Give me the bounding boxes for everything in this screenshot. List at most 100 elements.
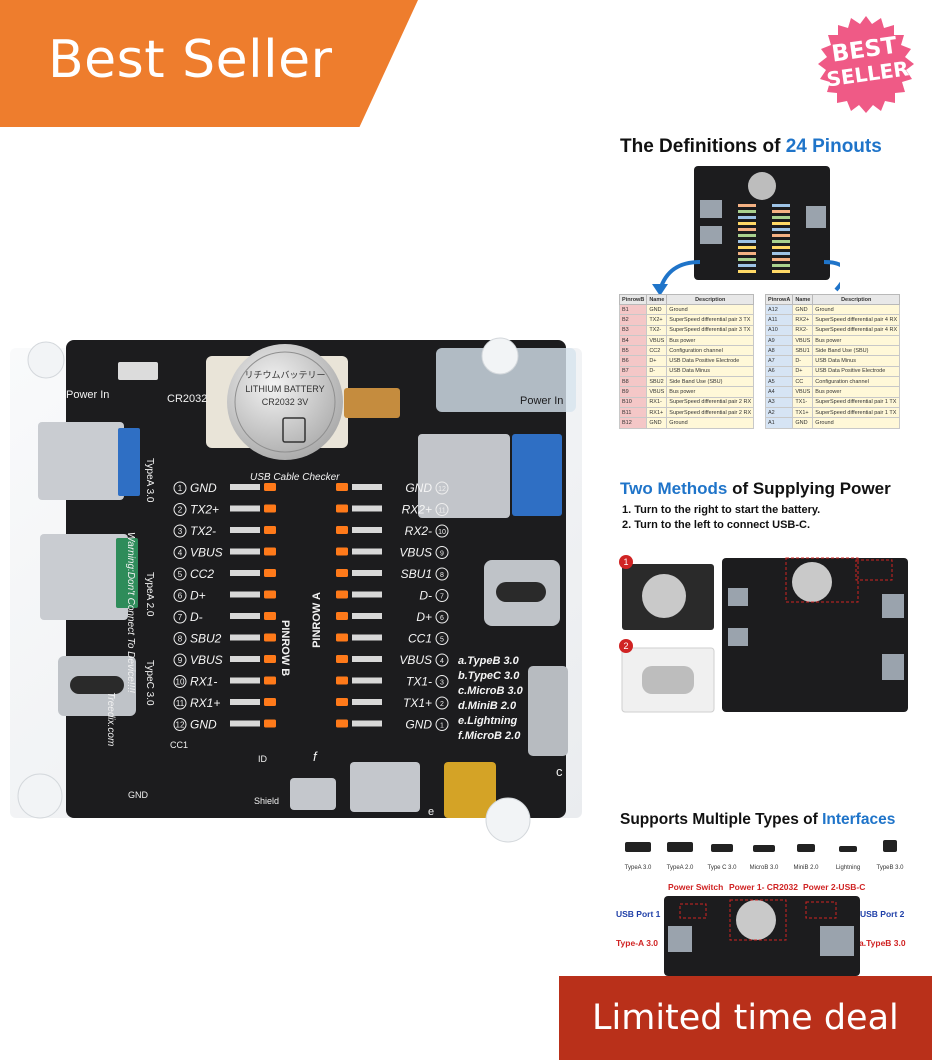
battery-jp-text: リチウムバッテリー xyxy=(244,370,325,380)
table-cell: A9 xyxy=(764,334,794,347)
pinouts-title-pre: The Definitions of xyxy=(620,136,786,157)
table-header-cell: Description xyxy=(812,294,901,305)
pin-a-number-badge xyxy=(435,524,449,538)
pin-a-led xyxy=(336,698,348,706)
pin-b-number: 8 xyxy=(178,635,183,644)
pin-a-number: 3 xyxy=(440,680,444,687)
limited-time-deal-label: Limited time deal xyxy=(592,998,899,1038)
table-cell: B6 xyxy=(618,355,648,367)
pin-b-led xyxy=(264,483,276,491)
pin-b-number: 7 xyxy=(178,613,183,622)
connector-icon xyxy=(883,840,897,852)
pin-a-pad xyxy=(352,505,382,512)
pin-b-label: GND xyxy=(190,481,217,495)
pin-b-number-badge xyxy=(173,675,187,688)
pin-b-number-badge xyxy=(173,524,187,538)
cr2032-battery xyxy=(227,344,343,460)
board-typea30: TypeA 3.0 xyxy=(144,458,155,503)
method-badge-2 xyxy=(619,639,633,653)
pin-a-pad xyxy=(352,720,382,727)
pin-a-number: 12 xyxy=(438,486,446,493)
pin-b-label: VBUS xyxy=(190,546,223,560)
pin-a-led xyxy=(336,612,348,620)
callout-power1: Power 1- CR2032 xyxy=(729,882,798,892)
pin-b-led xyxy=(264,547,276,556)
table-header-cell: Description xyxy=(666,294,755,305)
table-cell: B1 xyxy=(618,303,648,316)
pin-a-number-badge xyxy=(435,546,449,559)
callout-usb-port1: USB Port 1 xyxy=(616,909,661,919)
table-header-cell: PinrowA xyxy=(764,294,794,305)
table-cell: SuperSpeed differential pair 3 TX xyxy=(666,324,755,336)
table-cell: D- xyxy=(646,365,668,378)
battery-line2: CR2032 3V xyxy=(262,397,309,407)
minib20-port xyxy=(350,762,420,812)
power-step-2: 2. Turn to the left to connect USB-C. xyxy=(622,519,811,531)
typeb30-port xyxy=(418,434,510,518)
thumb-pin-a xyxy=(772,258,790,261)
pin-a-number-badge xyxy=(435,653,449,667)
thumb-pin-a xyxy=(772,228,790,231)
pinouts-title-accent: 24 Pinouts xyxy=(785,136,882,157)
svg-text:2: 2 xyxy=(623,641,628,651)
table-cell: Bus power xyxy=(666,386,755,398)
pin-b-number-badge xyxy=(173,589,187,602)
power-step-1: 1. Turn to the right to start the batter… xyxy=(622,504,821,516)
table-cell: Ground xyxy=(812,417,901,429)
pin-a-label: GND xyxy=(405,718,432,732)
pin-b-number-badge xyxy=(173,481,187,495)
pin-b-number: 11 xyxy=(176,699,185,708)
board-cc1: CC1 xyxy=(170,740,188,750)
table-cell: B9 xyxy=(618,386,648,398)
table-cell: SuperSpeed differential pair 3 TX xyxy=(666,314,755,326)
table-cell: TX2+ xyxy=(646,314,668,326)
thumb-pin-a xyxy=(772,210,790,213)
pin-b-pad xyxy=(230,613,260,619)
pin-a-number-badge xyxy=(435,503,449,516)
board-pinrow-b: PINROW B xyxy=(279,620,291,676)
table-cell: VBUS xyxy=(792,334,814,347)
board-label-c: c xyxy=(556,764,563,779)
table-cell: VBUS xyxy=(646,334,668,347)
table-cell: A8 xyxy=(764,345,794,357)
pin-a-label: CC1 xyxy=(408,632,432,646)
interface-label: Type C 3.0 xyxy=(707,865,737,871)
pin-a-led xyxy=(336,483,348,491)
power-title-post: of Supplying Power xyxy=(727,479,891,498)
table-cell: B10 xyxy=(618,396,648,408)
callout-power2: Power 2-USB-C xyxy=(803,882,866,892)
connector-icon xyxy=(625,842,651,852)
best-seller-label: Best Seller xyxy=(48,30,333,90)
table-cell: A7 xyxy=(764,355,794,367)
pin-b-pad xyxy=(230,634,260,641)
table-cell: TX2- xyxy=(646,324,668,336)
pin-a-label: GND xyxy=(405,481,432,495)
callout-usb-port2: USB Port 2 xyxy=(860,909,905,919)
pin-b-label: TX2+ xyxy=(190,503,219,517)
pin-b-label: D- xyxy=(190,610,203,624)
thumb-pin-a xyxy=(772,234,790,237)
table-cell: SuperSpeed differential pair 1 TX xyxy=(812,396,901,408)
connector-icon xyxy=(667,842,693,852)
thumb-pin-a xyxy=(772,264,790,267)
method-badge-1 xyxy=(619,555,633,569)
limited-time-deal-banner: Limited time deal xyxy=(559,976,932,1060)
interface-label: TypeA 2.0 xyxy=(666,865,694,871)
board-gnd: GND xyxy=(128,790,149,800)
pin-a-label: SBU1 xyxy=(401,567,432,581)
table-cell: GND xyxy=(646,417,668,429)
table-cell: SuperSpeed differential pair 4 RX xyxy=(812,324,901,336)
connector-legend-item: d.MiniB 2.0 xyxy=(458,700,517,712)
pin-b-led xyxy=(264,569,276,577)
board-id: ID xyxy=(258,754,268,764)
pin-a-label: TX1- xyxy=(406,675,432,689)
